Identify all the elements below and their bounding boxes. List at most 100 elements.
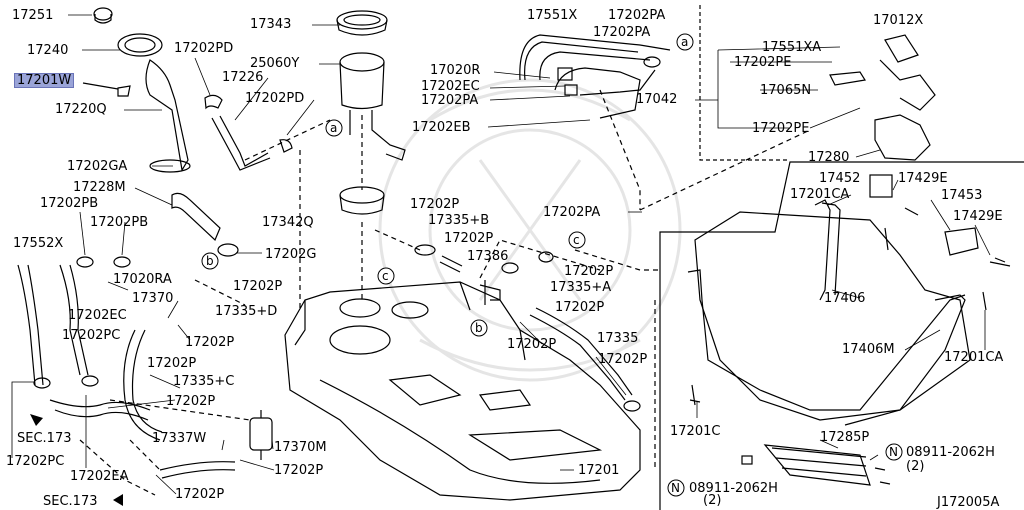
part-label-17202P-3[interactable]: 17202P — [564, 264, 614, 279]
part-label-17201CA-2[interactable]: 17201CA — [944, 350, 1004, 365]
part-label-17202PA-4[interactable]: 17202PA — [543, 205, 601, 220]
part-label-17202P-9[interactable]: 17202P — [598, 352, 648, 367]
part-label-17201C[interactable]: 17201C — [670, 424, 721, 439]
part-label-17452[interactable]: 17452 — [819, 171, 861, 186]
part-label-08911-2062H[interactable]: 08911-2062H — [906, 445, 995, 460]
part-label-17202EC-2[interactable]: 17202EC — [68, 308, 127, 323]
part-label-17202EC[interactable]: 17202EC — [421, 79, 480, 94]
part-label-17343[interactable]: 17343 — [250, 17, 292, 32]
part-label-17020RA[interactable]: 17020RA — [113, 272, 172, 287]
part-label-17202PD[interactable]: 17202PD — [174, 41, 234, 56]
part-label-17202P[interactable]: 17202P — [410, 197, 460, 212]
part-label-17429E[interactable]: 17429E — [898, 171, 948, 186]
part-label-17202P-5[interactable]: 17202P — [555, 300, 605, 315]
part-label-17202P-7[interactable]: 17202P — [507, 337, 557, 352]
part-label-17202P-11[interactable]: 17202P — [274, 463, 324, 478]
dashed-leaders — [79, 89, 811, 496]
part-label-17335B[interactable]: 17335+B — [428, 213, 490, 228]
part-label-17202EB[interactable]: 17202EB — [412, 120, 471, 135]
part-label-17342Q[interactable]: 17342Q — [262, 215, 314, 230]
part-label-17202P-6[interactable]: 17202P — [185, 335, 235, 350]
part-label-17453[interactable]: 17453 — [941, 188, 983, 203]
callout-b-1: b — [206, 254, 214, 268]
callout-c-1: c — [382, 269, 389, 283]
tank-strap-assembly — [687, 174, 1011, 486]
part-label-17042[interactable]: 17042 — [636, 92, 678, 107]
part-label-17202PB[interactable]: 17202PB — [40, 196, 99, 211]
part-label-17202PE[interactable]: 17202PE — [734, 55, 792, 70]
part-label-17201CA[interactable]: 17201CA — [790, 187, 850, 202]
part-label-17335C[interactable]: 17335+C — [173, 374, 235, 389]
quantity-label: (2) — [906, 459, 925, 474]
part-label-17020R[interactable]: 17020R — [430, 63, 481, 78]
part-label-17202P-10[interactable]: 17202P — [166, 394, 216, 409]
part-label-17370[interactable]: 17370 — [132, 291, 174, 306]
inset-divider — [699, 5, 790, 161]
part-label-17386[interactable]: 17386 — [467, 249, 509, 264]
section-ref-sec173-2[interactable]: SEC.173 — [43, 494, 98, 509]
part-label-17226[interactable]: 17226 — [222, 70, 264, 85]
breather-hose — [204, 94, 293, 171]
filler-cap-assembly — [82, 7, 189, 172]
part-label-17202PA-2[interactable]: 17202PA — [593, 25, 651, 40]
part-label-17202PA-3[interactable]: 17202PA — [421, 93, 479, 108]
part-label-17202PA[interactable]: 17202PA — [608, 8, 666, 23]
part-label-17251[interactable]: 17251 — [12, 8, 54, 23]
callout-c-2: c — [573, 233, 580, 247]
fuel-pump-unit — [336, 10, 406, 215]
watermark-emblem — [378, 78, 682, 382]
label-leaders — [11, 14, 991, 495]
part-label-17202P-8[interactable]: 17202P — [147, 356, 197, 371]
part-label-17406[interactable]: 17406 — [824, 291, 866, 306]
part-label-17201[interactable]: 17201 — [578, 463, 620, 478]
part-label-08911-2062H-2[interactable]: 08911-2062H — [689, 481, 778, 496]
part-label-17202G[interactable]: 17202G — [265, 247, 317, 262]
part-label-17280[interactable]: 17280 — [808, 150, 850, 165]
part-label-17285P[interactable]: 17285P — [820, 430, 870, 445]
part-label-17370M[interactable]: 17370M — [274, 440, 327, 455]
callout-b-2: b — [475, 321, 483, 335]
callout-n-2: N — [671, 481, 680, 495]
part-label-17202EA[interactable]: 17202EA — [70, 469, 129, 484]
part-label-17202P-4[interactable]: 17202P — [233, 279, 283, 294]
part-label-17202PD-2[interactable]: 17202PD — [245, 91, 305, 106]
callout-a-2: a — [330, 121, 338, 135]
section-ref-sec173[interactable]: SEC.173 — [17, 431, 72, 446]
fitting-parts — [414, 244, 641, 412]
part-label-25060Y[interactable]: 25060Y — [250, 56, 300, 71]
part-label-17335[interactable]: 17335 — [597, 331, 639, 346]
part-label-17202PB-2[interactable]: 17202PB — [90, 215, 149, 230]
part-label-17202PC[interactable]: 17202PC — [62, 328, 121, 343]
part-label-17201W-highlighted[interactable]: 17201W — [13, 73, 75, 88]
part-label-17202P-2[interactable]: 17202P — [444, 231, 494, 246]
part-label-17065N[interactable]: 17065N — [760, 83, 812, 98]
part-label-17240[interactable]: 17240 — [27, 43, 69, 58]
part-label-17335D[interactable]: 17335+D — [215, 304, 278, 319]
callout-a-1: a — [681, 35, 689, 49]
part-label-17228M[interactable]: 17228M — [73, 180, 126, 195]
callout-n-1: N — [889, 445, 898, 459]
part-label-17220Q[interactable]: 17220Q — [55, 102, 107, 117]
part-label-17202PE-2[interactable]: 17202PE — [752, 121, 810, 136]
part-label-17551XA[interactable]: 17551XA — [762, 40, 822, 55]
part-label-17429E-2[interactable]: 17429E — [953, 209, 1003, 224]
fuel-tank-body — [284, 281, 641, 501]
part-label-17335A[interactable]: 17335+A — [550, 280, 612, 295]
part-label-17552X[interactable]: 17552X — [13, 236, 64, 251]
arrows — [30, 414, 123, 506]
vapor-lines — [519, 34, 671, 119]
part-label-17202P-12[interactable]: 17202P — [175, 487, 225, 502]
quantity-label-2: (2) — [703, 493, 722, 508]
part-label-17337W[interactable]: 17337W — [152, 431, 207, 446]
part-label-17202GA[interactable]: 17202GA — [67, 159, 128, 174]
part-label-17012X[interactable]: 17012X — [873, 13, 924, 28]
fuel-filter — [159, 410, 273, 479]
part-label-17406M[interactable]: 17406M — [842, 342, 895, 357]
part-label-17202PC-2[interactable]: 17202PC — [6, 454, 65, 469]
inset-frame — [659, 161, 1024, 510]
part-label-17551X[interactable]: 17551X — [527, 8, 578, 23]
diagram-id: J172005A — [937, 495, 1000, 510]
